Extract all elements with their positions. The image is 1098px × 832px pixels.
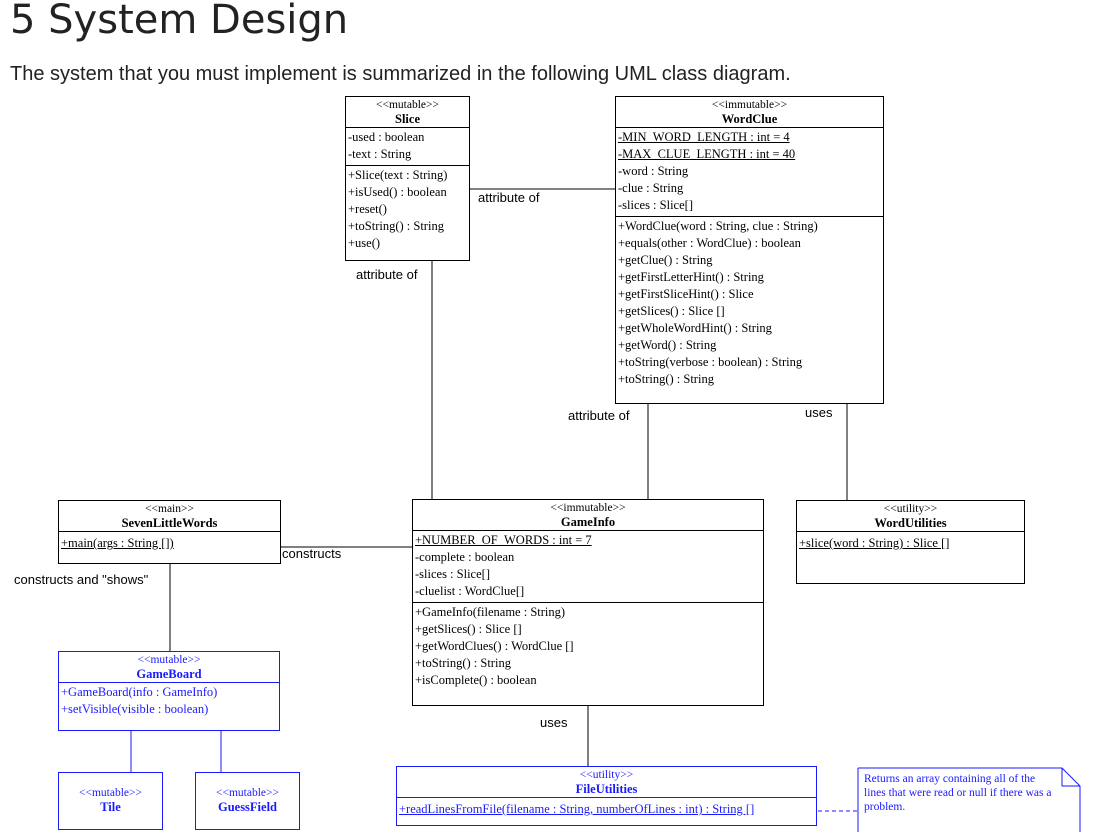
fileutilities-method: +readLinesFromFile(filename : String, nu… [399,802,755,816]
gameboard-stereotype: <<mutable>> [137,654,201,666]
gameinfo-method: +isComplete() : boolean [415,673,537,687]
note-text: Returns an array containing all of the l… [864,773,1052,813]
slice-method: +use() [348,236,381,250]
label-slice-gameinfo: attribute of [356,267,418,282]
slice-attributes: -used : boolean -text : String [346,127,469,165]
intro-text: The system that you must implement is su… [10,63,791,85]
wordclue-attributes: -MIN_WORD_LENGTH : int = 4 -MAX_CLUE_LEN… [616,127,883,216]
gameboard-class-name: GameBoard [136,667,202,681]
wordclue-method: +getWord() : String [618,338,717,352]
label-wordclue-uses: uses [805,405,833,420]
wordclue-attribute: -clue : String [618,181,684,195]
gameinfo-attribute: -slices : Slice[] [415,567,490,581]
wordutilities-stereotype: <<utility>> [883,503,938,515]
wordclue-methods: +WordClue(word : String, clue : String) … [616,216,883,390]
gameinfo-method: +GameInfo(filename : String) [415,605,566,619]
gameinfo-class-box: <<immutable>> GameInfo +NUMBER_OF_WORDS … [412,499,764,706]
label-gameinfo-uses: uses [540,715,568,730]
gameinfo-attributes: +NUMBER_OF_WORDS : int = 7 -complete : b… [413,530,763,602]
wordclue-class-box: <<immutable>> WordClue -MIN_WORD_LENGTH … [615,96,884,404]
sevenlittlewords-methods: +main(args : String []) [59,534,280,554]
gameinfo-method: +toString() : String [415,656,511,670]
gameinfo-method: +getSlices() : Slice [] [415,622,522,636]
wordclue-method: +getFirstLetterHint() : String [618,270,764,284]
wordutilities-class-box: <<utility>> WordUtilities +slice(word : … [796,500,1025,584]
gameinfo-method: +getWordClues() : WordClue [] [415,639,574,653]
slice-class-box: <<mutable>> Slice -used : boolean -text … [345,96,470,261]
page-title: 5 System Design [10,0,349,43]
guessfield-class-name: GuessField [217,800,278,814]
wordclue-method: +equals(other : WordClue) : boolean [618,236,801,250]
fileutilities-class-name: FileUtilities [575,782,638,796]
slice-attribute: -used : boolean [348,130,425,144]
wordclue-method: +getFirstSliceHint() : Slice [618,287,754,301]
wordclue-attribute: -MAX_CLUE_LENGTH : int = 40 [618,147,796,161]
label-wordclue-gameinfo: attribute of [568,408,630,423]
gameboard-method: +GameBoard(info : GameInfo) [61,685,218,699]
wordutilities-attributes [797,531,1024,534]
wordclue-attribute: -slices : Slice[] [618,198,693,212]
guessfield-stereotype: <<mutable>> [216,787,279,799]
fileutilities-attributes [397,797,816,800]
slice-method: +isUsed() : boolean [348,185,447,199]
tile-stereotype: <<mutable>> [79,787,142,799]
wordutilities-class-name: WordUtilities [874,516,947,530]
gameinfo-methods: +GameInfo(filename : String) +getSlices(… [413,602,763,691]
sevenlittlewords-attributes [59,531,280,534]
wordclue-class-name: WordClue [721,112,778,126]
gameboard-class-box: <<mutable>> GameBoard +GameBoard(info : … [58,651,280,731]
sevenlittlewords-class-name: SevenLittleWords [121,516,218,530]
gameinfo-stereotype: <<immutable>> [550,502,626,514]
wordclue-method: +toString(verbose : boolean) : String [618,355,803,369]
wordclue-method: +toString() : String [618,372,714,386]
slice-attribute: -text : String [348,147,412,161]
slice-class-name: Slice [395,112,420,126]
gameboard-method: +setVisible(visible : boolean) [61,702,209,716]
gameinfo-attribute: -cluelist : WordClue[] [415,584,525,598]
wordclue-attribute: -MIN_WORD_LENGTH : int = 4 [618,130,790,144]
slice-method: +reset() [348,202,387,216]
wordclue-method: +getClue() : String [618,253,713,267]
wordclue-method: +WordClue(word : String, clue : String) [618,219,818,233]
slice-method: +Slice(text : String) [348,168,448,182]
tile-class-name: Tile [100,800,121,814]
fileutilities-class-box: <<utility>> FileUtilities +readLinesFrom… [396,766,817,826]
wordclue-method: +getSlices() : Slice [] [618,304,725,318]
guessfield-class-box: <<mutable>> GuessField [195,772,300,830]
wordutilities-method: +slice(word : String) : Slice [] [799,536,950,550]
gameinfo-attribute: +NUMBER_OF_WORDS : int = 7 [415,533,592,547]
sevenlittlewords-class-box: <<main>> SevenLittleWords +main(args : S… [58,500,281,564]
slice-method: +toString() : String [348,219,444,233]
gameboard-methods: +GameBoard(info : GameInfo) +setVisible(… [59,682,279,720]
wordclue-stereotype: <<immutable>> [711,99,788,111]
wordclue-attribute: -word : String [618,164,689,178]
fileutilities-stereotype: <<utility>> [579,769,634,781]
sevenlittlewords-method: +main(args : String []) [61,536,174,550]
gameinfo-attribute: -complete : boolean [415,550,515,564]
label-slice-wordclue: attribute of [478,190,540,205]
wordutilities-methods: +slice(word : String) : Slice [] [797,534,1024,554]
gameinfo-class-name: GameInfo [560,515,616,529]
tile-class-box: <<mutable>> Tile [58,772,163,830]
slice-methods: +Slice(text : String) +isUsed() : boolea… [346,165,469,254]
sevenlittlewords-stereotype: <<main>> [145,503,194,515]
wordclue-method: +getWholeWordHint() : String [618,321,772,335]
label-constructs: constructs [282,546,342,561]
fileutilities-methods: +readLinesFromFile(filename : String, nu… [397,800,816,820]
label-constructs-shows: constructs and "shows" [14,572,149,587]
slice-stereotype: <<mutable>> [376,99,439,111]
